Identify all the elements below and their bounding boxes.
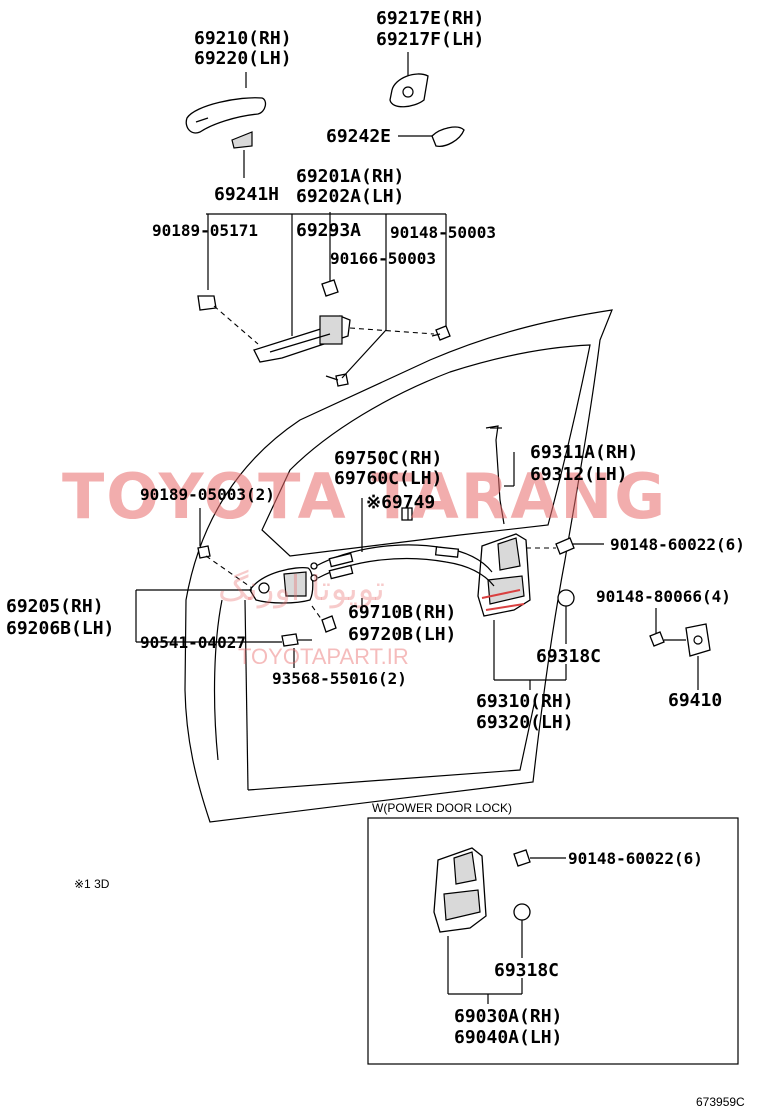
label-90189-05171: 90189-05171 [152, 221, 258, 240]
handle-pad-part [398, 126, 465, 147]
watermark-persian: تویوتا اورنگ [218, 569, 385, 609]
label-69318c-inset: 69318C [494, 960, 559, 981]
label-69311a: 69311A(RH) [530, 442, 638, 463]
label-69760c: 69760C(LH) [334, 468, 442, 489]
label-90148-60022-inset: 90148-60022(6) [568, 849, 703, 868]
label-69242e: 69242E [326, 126, 391, 147]
striker-part [649, 623, 711, 657]
label-69206b: 69206B(LH) [6, 618, 114, 639]
label-90189-05003: 90189-05003(2) [140, 485, 275, 504]
label-69205: 69205(RH) [6, 596, 104, 617]
label-90148-80066: 90148-80066(4) [596, 587, 731, 606]
lock-cable-part [310, 507, 495, 587]
watermark-url: TOYOTAPART.IR [238, 644, 409, 669]
label-90148-60022-main: 90148-60022(6) [610, 535, 745, 554]
inside-handle-part [197, 545, 337, 647]
leader-lines-middle [135, 498, 699, 690]
label-69040a: 69040A(LH) [454, 1027, 562, 1048]
label-90148-50003: 90148-50003 [390, 223, 496, 242]
label-69710b: 69710B(RH) [348, 602, 456, 623]
leader-lines-top [206, 72, 447, 379]
label-69318c-main: 69318C [536, 646, 601, 667]
footnote: ※1 3D [74, 877, 110, 891]
part-labels: 69210(RH) 69220(LH) 69217E(RH) 69217F(LH… [6, 8, 745, 1109]
label-69720b: 69720B(LH) [348, 624, 456, 645]
label-69320: 69320(LH) [476, 712, 574, 733]
power-door-lock-inset [367, 817, 739, 1065]
label-69750c: 69750C(RH) [334, 448, 442, 469]
label-69217f: 69217F(LH) [376, 29, 484, 50]
label-69241h: 69241H [214, 184, 279, 205]
label-69310: 69310(RH) [476, 691, 574, 712]
lock-rod-part [485, 425, 515, 525]
watermark-brand: TOYOTA TARANG [62, 460, 667, 533]
label-69220: 69220(LH) [194, 48, 292, 69]
inset-title: W(POWER DOOR LOCK) [372, 801, 512, 815]
label-93568-55016: 93568-55016(2) [272, 669, 407, 688]
door-lock-part [477, 533, 604, 617]
label-69293a: 69293A [296, 220, 361, 241]
handle-cover-part [389, 52, 429, 108]
label-69030a: 69030A(RH) [454, 1006, 562, 1027]
label-90541-04027: 90541-04027 [140, 633, 246, 652]
label-90166-50003: 90166-50003 [330, 249, 436, 268]
label-69410: 69410 [668, 690, 722, 711]
label-69210: 69210(RH) [194, 28, 292, 49]
watermark: TOYOTA TARANG تویوتا اورنگ TOYOTAPART.IR [62, 460, 667, 669]
label-69202a: 69202A(LH) [296, 186, 404, 207]
outside-handle-part [185, 97, 267, 149]
handle-frame-part [253, 212, 351, 363]
label-69312: 69312(LH) [530, 464, 628, 485]
label-69217e: 69217E(RH) [376, 8, 484, 29]
label-69749: ※69749 [366, 492, 435, 513]
label-69201a: 69201A(RH) [296, 166, 404, 187]
screw-parts [197, 295, 451, 387]
door-outline [184, 309, 613, 823]
figure-id: 673959C [696, 1095, 745, 1109]
